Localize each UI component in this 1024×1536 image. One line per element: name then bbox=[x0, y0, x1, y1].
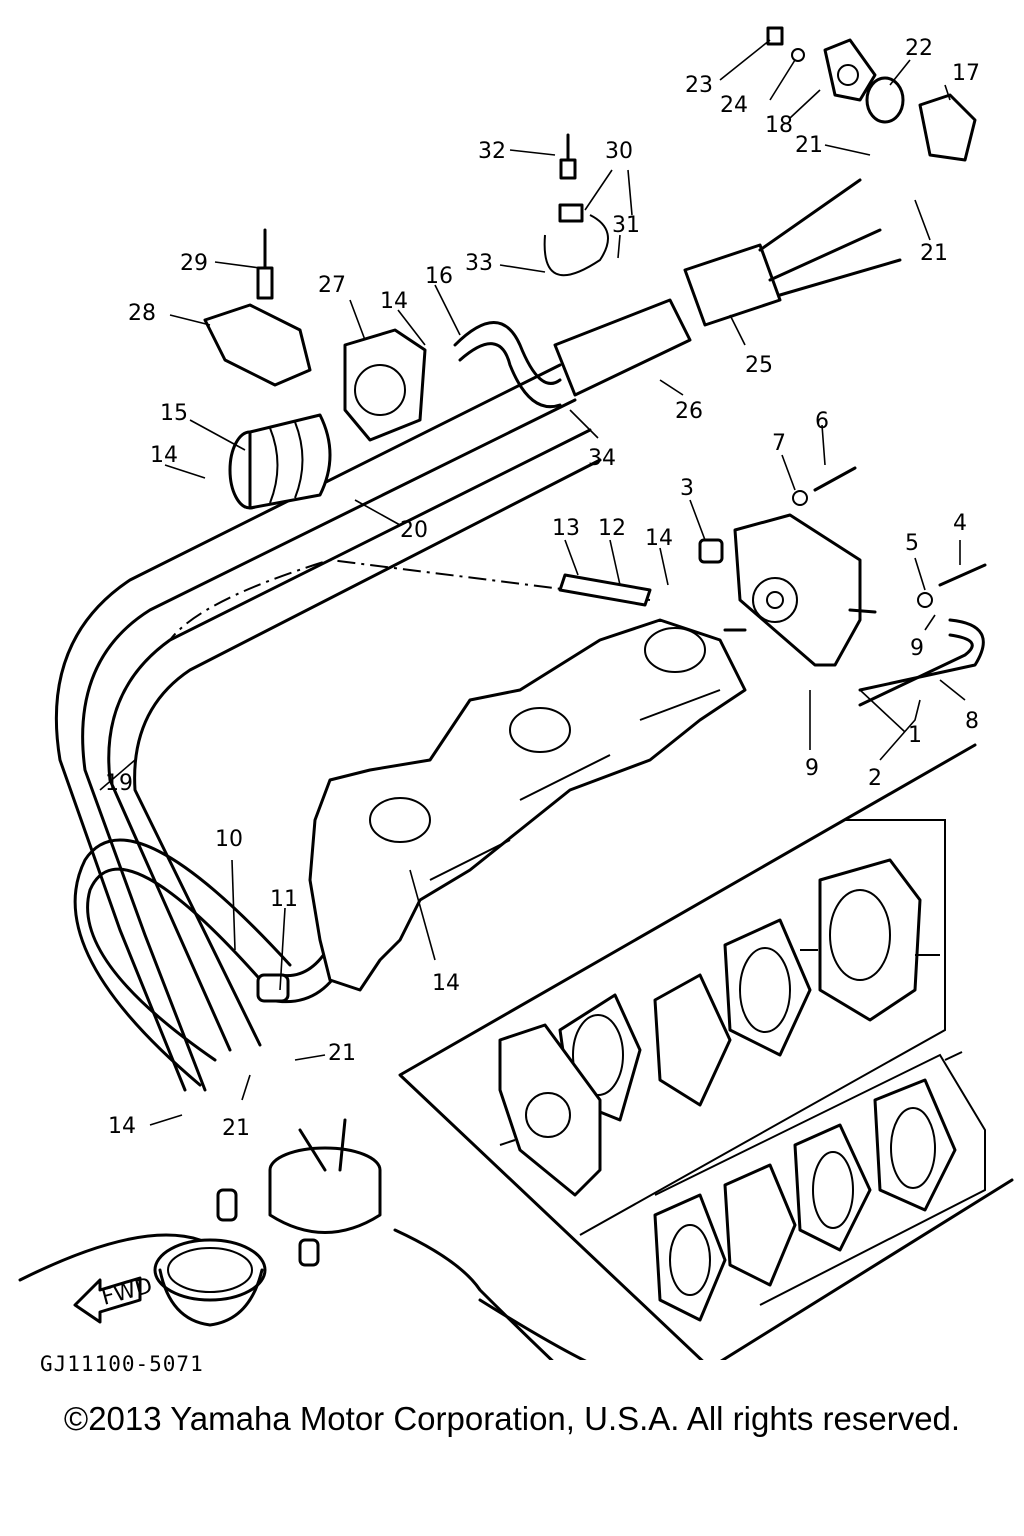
pin-32 bbox=[559, 133, 577, 180]
callout-8: 8 bbox=[965, 709, 979, 734]
callout-13: 13 bbox=[552, 516, 580, 541]
bracket-28 bbox=[203, 303, 312, 387]
fitting-23 bbox=[766, 26, 784, 46]
callout-22: 22 bbox=[905, 36, 933, 61]
callout-17: 17 bbox=[952, 61, 980, 86]
pump-detail-inset bbox=[398, 743, 1014, 1360]
callout-3: 3 bbox=[680, 476, 694, 501]
callout-31: 31 bbox=[612, 213, 640, 238]
callout-21b: 21 bbox=[920, 241, 948, 266]
callout-30: 30 bbox=[605, 139, 633, 164]
hose-16 bbox=[453, 321, 562, 408]
fuel-tank-lower bbox=[18, 1228, 587, 1360]
callout-23: 23 bbox=[685, 73, 713, 98]
washer-5 bbox=[917, 592, 933, 608]
callout-4: 4 bbox=[953, 511, 967, 536]
fwd-arrow: FWD bbox=[73, 1273, 155, 1324]
callout-11: 11 bbox=[270, 887, 298, 912]
callout-14d: 14 bbox=[432, 971, 460, 996]
callout-32: 32 bbox=[478, 139, 506, 164]
callout-25: 25 bbox=[745, 353, 773, 378]
callout-14b: 14 bbox=[380, 289, 408, 314]
filter-bracket-27 bbox=[343, 328, 427, 442]
leader-lines bbox=[99, 39, 966, 1126]
fuel-pump-1 bbox=[723, 513, 877, 667]
callout-20: 20 bbox=[400, 518, 428, 543]
callout-6: 6 bbox=[815, 409, 829, 434]
manifold-block bbox=[308, 618, 747, 992]
callout-labels: 1 2 3 4 5 6 7 8 9 9 10 11 12 13 14 14 14… bbox=[105, 36, 980, 1141]
bolt-4 bbox=[938, 563, 987, 587]
callout-2: 2 bbox=[868, 766, 882, 791]
callout-21c: 21 bbox=[328, 1041, 356, 1066]
hose-8 bbox=[858, 618, 985, 707]
washer-7 bbox=[792, 490, 808, 506]
callout-27: 27 bbox=[318, 273, 346, 298]
fuel-hose-19-20 bbox=[54, 363, 651, 1092]
valve-17 bbox=[918, 93, 977, 162]
sleeve-34-25 bbox=[553, 178, 902, 397]
bolt-6 bbox=[813, 466, 857, 492]
callout-21d: 21 bbox=[222, 1116, 250, 1141]
inset-pump-cover bbox=[498, 1023, 602, 1197]
callout-14a: 14 bbox=[645, 526, 673, 551]
callout-10: 10 bbox=[215, 827, 243, 852]
copyright-notice: ©2013 Yamaha Motor Corporation, U.S.A. A… bbox=[63, 1400, 961, 1437]
inset-gaskets-bottom bbox=[653, 1051, 963, 1322]
callout-1: 1 bbox=[908, 723, 922, 748]
seal-22 bbox=[865, 76, 905, 124]
callout-12: 12 bbox=[598, 516, 626, 541]
pin-29 bbox=[256, 228, 274, 300]
inset-gaskets-top bbox=[558, 918, 812, 1122]
tank-filter bbox=[216, 1118, 382, 1267]
callout-34: 34 bbox=[588, 446, 616, 471]
callout-15: 15 bbox=[160, 401, 188, 426]
callout-28: 28 bbox=[128, 301, 156, 326]
callout-29: 29 bbox=[180, 251, 208, 276]
clamp-30 bbox=[543, 203, 609, 277]
callout-24: 24 bbox=[720, 93, 748, 118]
callout-5: 5 bbox=[905, 531, 919, 556]
inset-pump-body bbox=[800, 858, 940, 1022]
callout-9a: 9 bbox=[910, 636, 924, 661]
callout-26: 26 bbox=[675, 399, 703, 424]
fuel-system-exploded-diagram: FWD bbox=[18, 26, 1014, 1360]
callout-18: 18 bbox=[765, 113, 793, 138]
hose-12-13 bbox=[558, 573, 652, 607]
callout-9b: 9 bbox=[805, 756, 819, 781]
diagram-code: GJ11100-5071 bbox=[40, 1352, 204, 1376]
washer-24 bbox=[791, 48, 805, 62]
spacer-3 bbox=[698, 538, 724, 564]
callout-14e: 14 bbox=[108, 1114, 136, 1139]
callout-16: 16 bbox=[425, 264, 453, 289]
cap-18 bbox=[823, 38, 877, 102]
callout-19: 19 bbox=[105, 771, 133, 796]
callout-14c: 14 bbox=[150, 443, 178, 468]
callout-33: 33 bbox=[465, 251, 493, 276]
callout-7: 7 bbox=[772, 431, 786, 456]
callout-21a: 21 bbox=[795, 133, 823, 158]
fuel-filter-15 bbox=[228, 413, 332, 510]
